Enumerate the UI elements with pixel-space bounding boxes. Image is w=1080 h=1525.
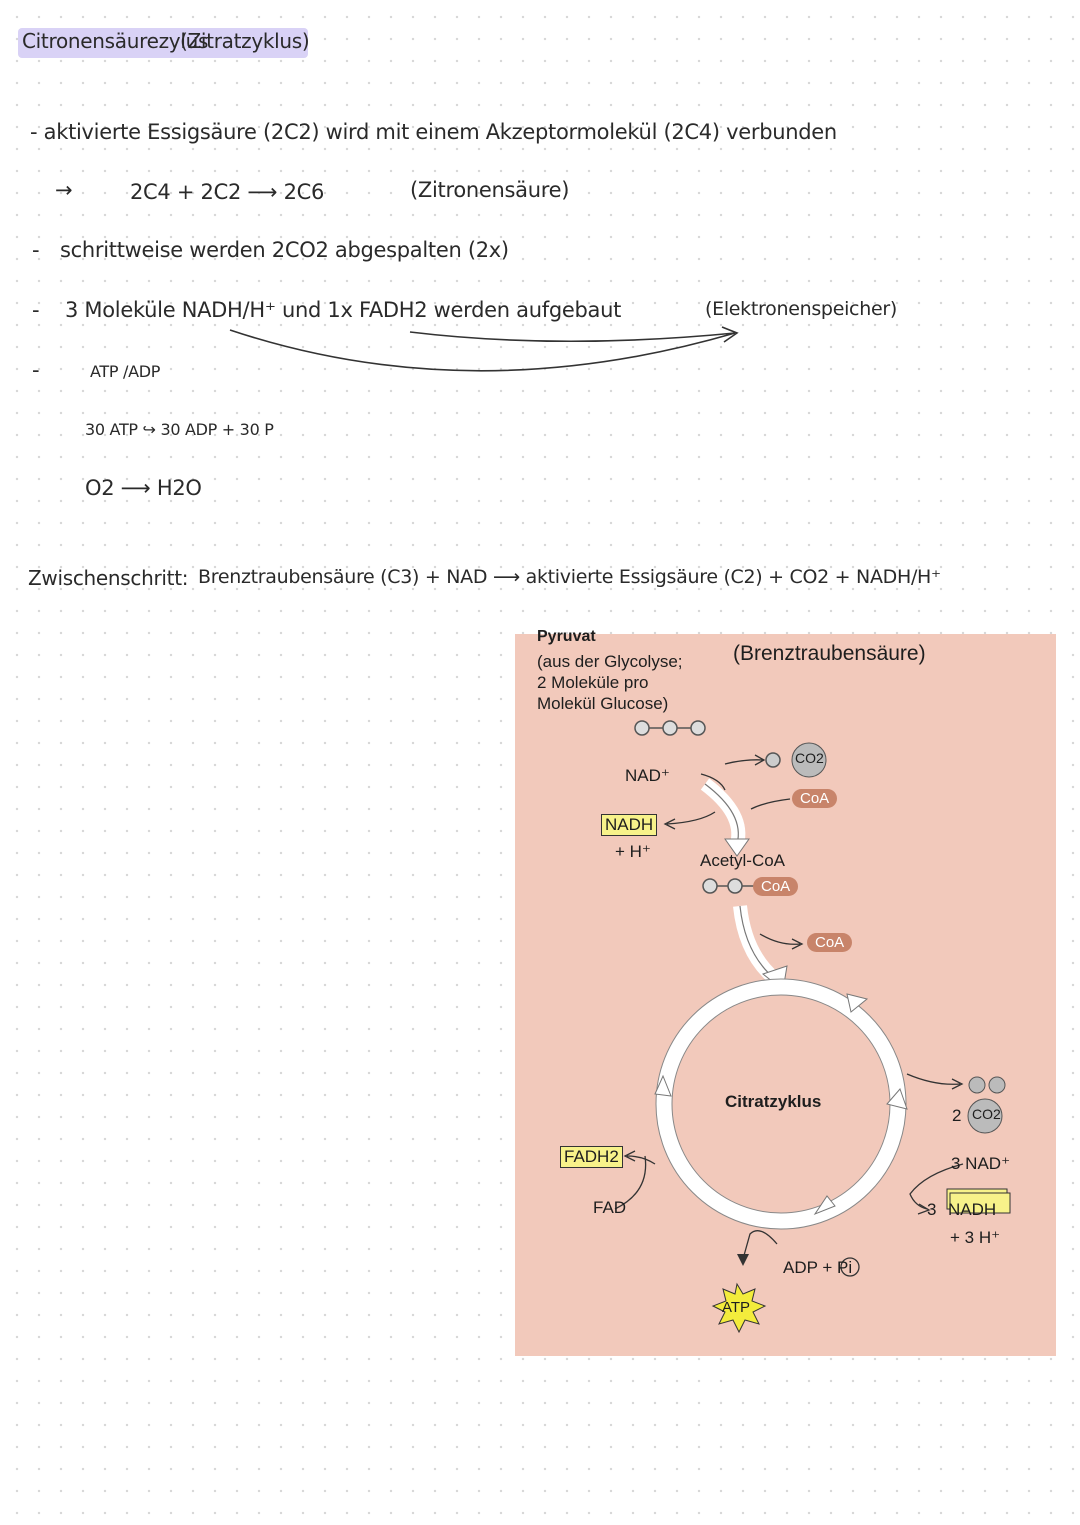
two-co2-label: CO2 — [972, 1106, 1001, 1122]
fadh2-box: FADH2 — [560, 1146, 623, 1168]
note-line-6: 30 ATP ↪ 30 ADP + 30 P — [85, 420, 274, 439]
note-arrow: → — [55, 178, 73, 202]
note-dash-5: - — [32, 358, 40, 382]
fad-label: FAD — [593, 1198, 627, 1217]
adp-pi-label: ADP + Pi — [783, 1258, 853, 1277]
nad-plus-label: NAD⁺ — [625, 766, 670, 785]
co2-molecule — [765, 752, 781, 768]
acetyl-molecule — [702, 878, 755, 894]
three-nad-label: 3 NAD⁺ — [951, 1154, 1011, 1173]
cycle-diagram — [614, 720, 1011, 1334]
page-title: Citronensäurezylus — [22, 29, 209, 53]
pyruvat-note-3: Molekül Glucose) — [537, 694, 669, 713]
german-label: (Brenztraubensäure) — [733, 642, 926, 665]
note-line-7: O2 ⟶ H2O — [85, 476, 202, 500]
nadh-box: NADH — [601, 814, 658, 836]
three-h-label: + 3 H⁺ — [950, 1228, 1001, 1247]
note-line-1: - aktivierte Essigsäure (2C2) wird mit e… — [30, 120, 837, 144]
pyruvat-title: Pyruvat — [537, 628, 596, 645]
three-nadh-box: NADH — [948, 1200, 997, 1219]
h-plus-label: + H⁺ — [615, 842, 651, 861]
note-line-4-note: (Elektronenspeicher) — [705, 298, 897, 320]
co2-label: CO2 — [795, 750, 824, 766]
note-line-2: 2C4 + 2C2 ⟶ 2C6 — [130, 180, 325, 204]
cycle-label: Citratzyklus — [725, 1092, 822, 1111]
coa-pill-1: CoA — [792, 789, 838, 808]
citric-acid-cycle-figure: Pyruvat (aus der Glycolyse; 2 Moleküle p… — [515, 628, 1056, 1356]
three-count: 3 — [927, 1200, 937, 1219]
coa-pill-3: CoA — [807, 933, 853, 952]
title-highlight — [18, 28, 308, 58]
page-subtitle: (Zitratzyklus) — [180, 29, 310, 53]
note-line-2-note: (Zitronensäure) — [410, 178, 570, 202]
note-line-3: schrittweise werden 2CO2 abgespalten (2x… — [60, 238, 509, 262]
note-dash-4: - — [32, 298, 40, 322]
intermediate-label: Zwischenschritt: — [28, 566, 189, 590]
atp-star — [711, 1282, 767, 1334]
note-line-5: ATP /ADP — [90, 362, 161, 381]
coa-pill-2: CoA — [753, 877, 799, 896]
curved-arrows — [229, 326, 739, 372]
atp-label: ATP — [722, 1299, 751, 1316]
note-line-4: 3 Moleküle NADH/H⁺ und 1x FADH2 werden a… — [65, 298, 622, 322]
acetyl-coa-label: Acetyl-CoA — [700, 851, 786, 870]
pyruvat-note-2: 2 Moleküle pro — [537, 673, 649, 692]
two-co2-count: 2 — [952, 1106, 962, 1125]
pyruvate-molecule — [634, 720, 706, 736]
pyruvat-note-1: (aus der Glycolyse; — [537, 652, 683, 671]
note-dash-3: - — [32, 238, 40, 262]
intermediate-equation: Brenztraubensäure (C3) + NAD ⟶ aktiviert… — [198, 566, 941, 588]
